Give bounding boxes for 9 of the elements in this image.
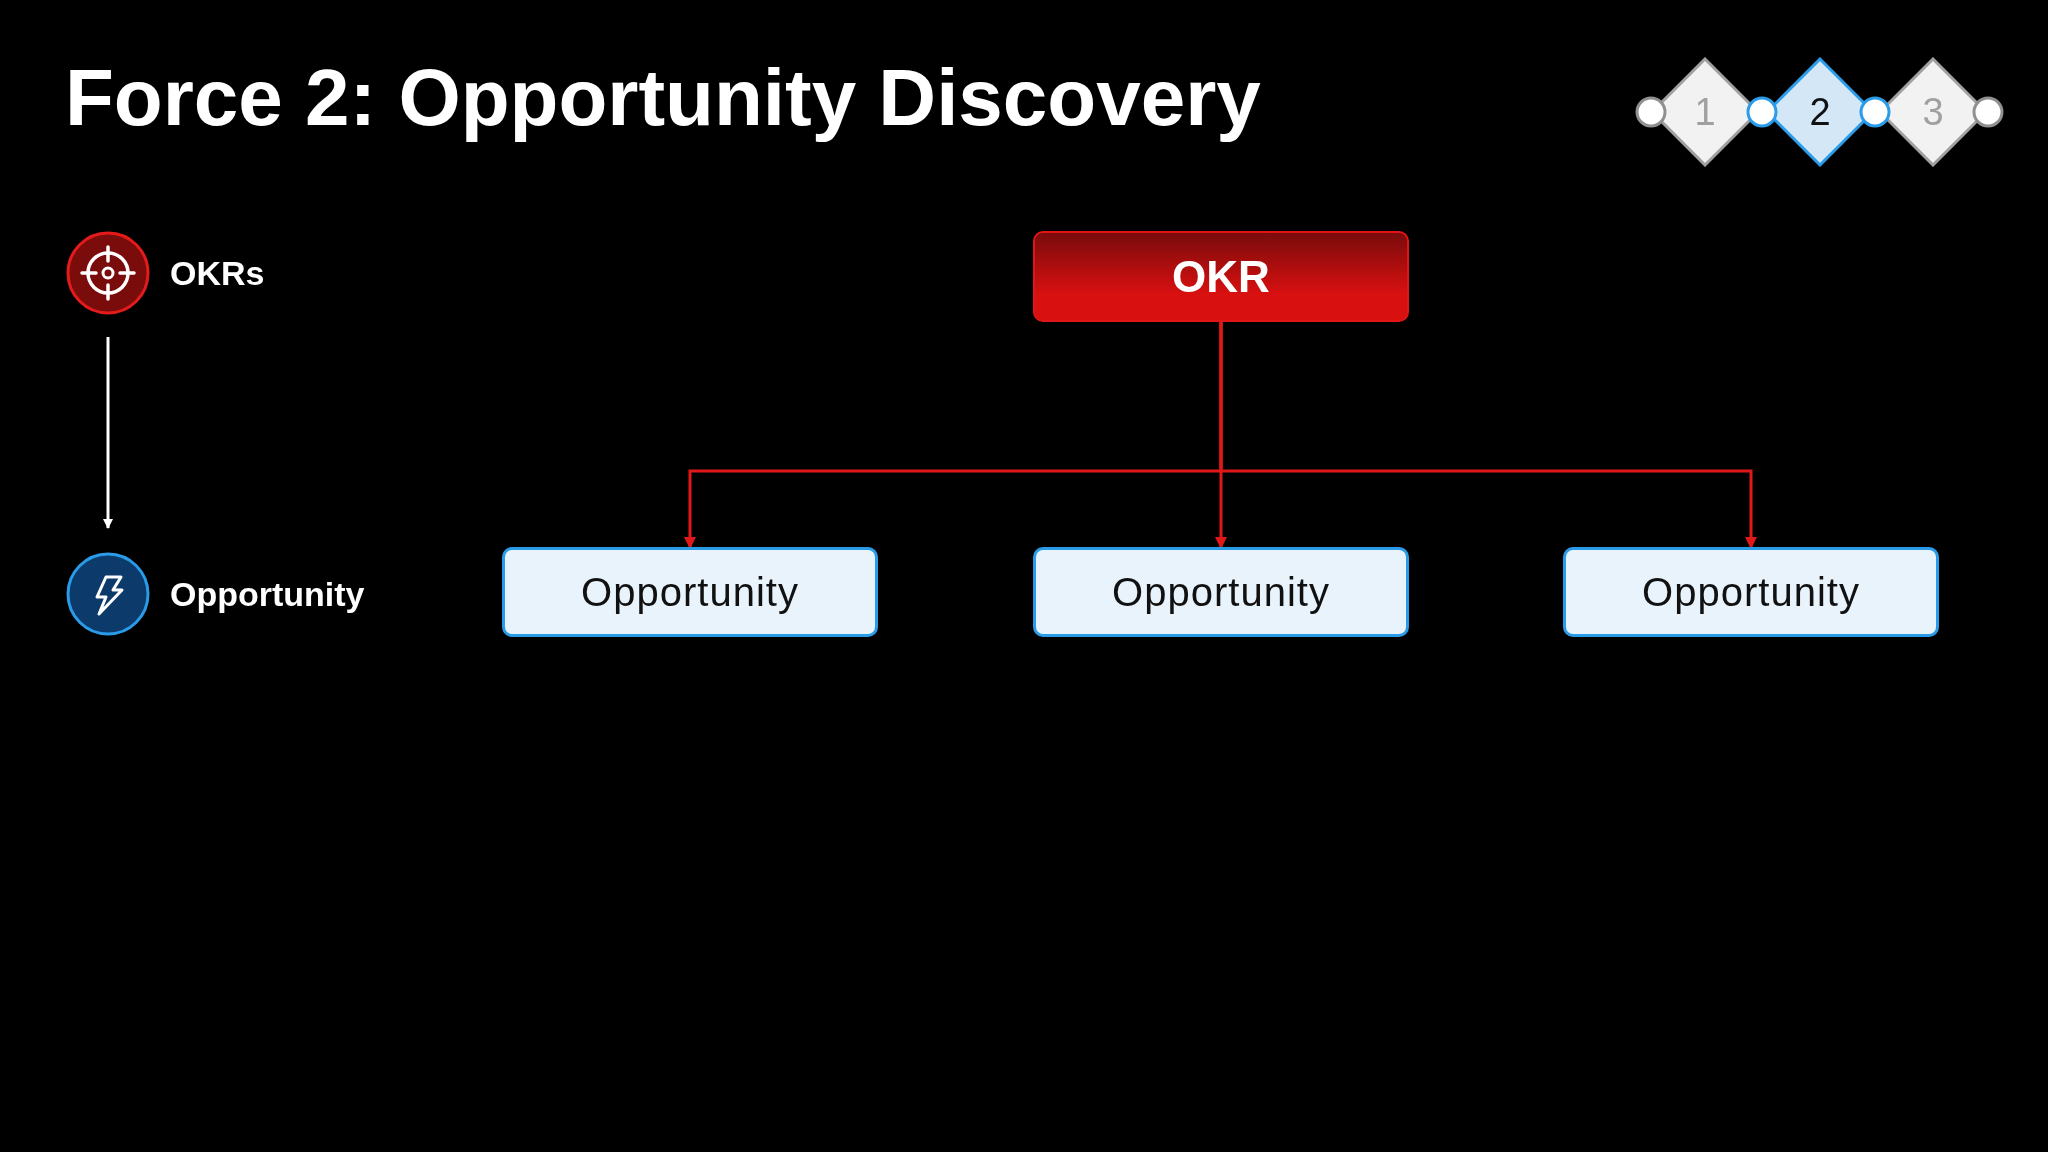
opportunity-box: Opportunity [1563,547,1939,637]
arrow [103,337,113,529]
slide-title: Force 2: Opportunity Discovery [65,52,1261,144]
arrow [1219,322,1757,549]
opportunity-box: Opportunity [502,547,878,637]
node-label: OKRs [170,253,265,293]
objective-box: OKR [1033,231,1409,322]
node-label: Opportunity [170,574,365,614]
opportunity-box: Opportunity [1033,547,1409,637]
